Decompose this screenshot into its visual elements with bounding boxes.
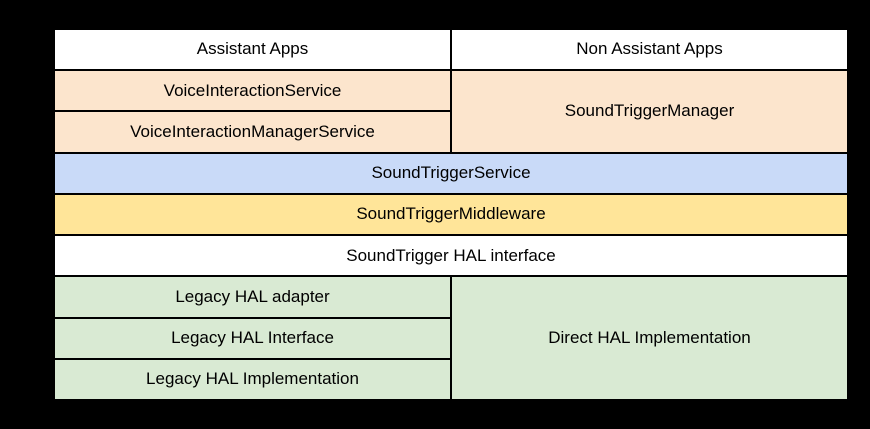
- cell-sound-trigger-hal-interface: SoundTrigger HAL interface: [55, 236, 847, 276]
- cell-direct-hal-implementation: Direct HAL Implementation: [452, 277, 847, 399]
- cell-assistant-apps: Assistant Apps: [55, 30, 450, 70]
- cell-sound-trigger-service: SoundTriggerService: [55, 153, 847, 193]
- cell-legacy-hal-adapter: Legacy HAL adapter: [55, 277, 450, 317]
- cell-sound-trigger-manager: SoundTriggerManager: [452, 71, 847, 152]
- soundtrigger-stack-diagram: Assistant Apps Non Assistant Apps VoiceI…: [53, 28, 849, 401]
- cell-voice-interaction-service: VoiceInteractionService: [55, 71, 450, 111]
- cell-sound-trigger-middleware: SoundTriggerMiddleware: [55, 194, 847, 235]
- cell-legacy-hal-implementation: Legacy HAL Implementation: [55, 359, 450, 399]
- cell-legacy-hal-interface: Legacy HAL Interface: [55, 318, 450, 358]
- cell-voice-interaction-manager-service: VoiceInteractionManagerService: [55, 112, 450, 152]
- cell-non-assistant-apps: Non Assistant Apps: [452, 30, 847, 70]
